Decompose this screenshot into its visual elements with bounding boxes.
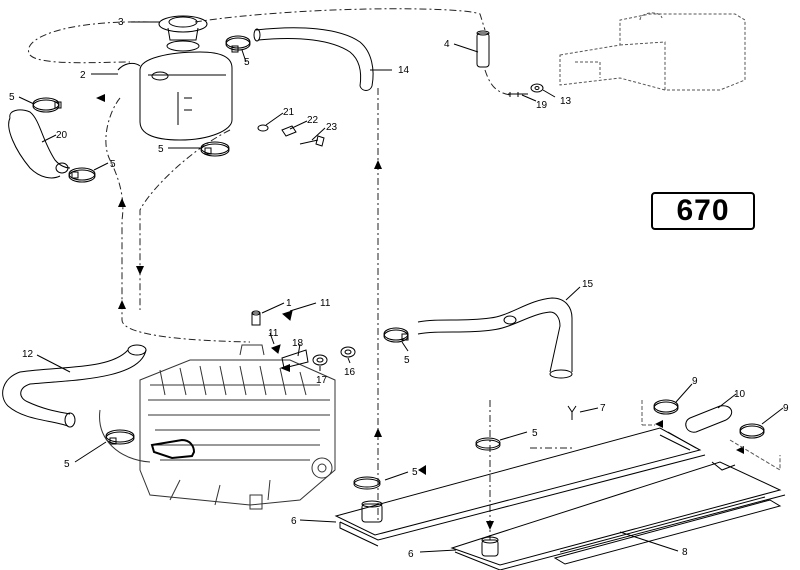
bleeder-screw-7 <box>567 405 577 420</box>
callout-6-a: 6 <box>291 516 297 527</box>
callout-5-d: 5 <box>158 144 164 155</box>
callout-1: 1 <box>286 298 292 309</box>
callout-5-e: 5 <box>404 355 410 366</box>
hose-15 <box>417 297 573 379</box>
hose-12 <box>2 344 147 428</box>
callout-5-a: 5 <box>9 92 15 103</box>
callout-23: 23 <box>326 122 338 133</box>
sensor-fittings <box>251 310 356 369</box>
callout-5-b: 5 <box>110 159 116 170</box>
callout-17: 17 <box>316 375 328 386</box>
clamp-icon <box>653 399 679 415</box>
callout-5-f: 5 <box>532 428 538 439</box>
callout-13: 13 <box>560 96 572 107</box>
hose-clamps <box>32 35 765 490</box>
clamp-icon <box>383 327 409 343</box>
hose-20 <box>8 109 71 179</box>
callout-16: 16 <box>344 367 356 378</box>
callout-20: 20 <box>56 130 68 141</box>
callout-5-c: 5 <box>244 57 250 68</box>
callout-14: 14 <box>398 65 410 76</box>
clamp-icon <box>200 141 230 157</box>
clamp-icon <box>32 97 62 113</box>
leader-lines <box>18 21 784 553</box>
callout-15: 15 <box>582 279 594 290</box>
clamp-icon <box>739 423 765 439</box>
thermostat-housing <box>150 438 196 460</box>
callout-11-a: 11 <box>320 298 331 309</box>
heat-exchanger-lower <box>450 461 786 570</box>
hose-10 <box>685 405 733 433</box>
callout-19: 19 <box>536 100 548 111</box>
radiator-cap <box>158 15 208 52</box>
callout-6-b: 6 <box>408 549 414 560</box>
flow-arrows <box>96 94 744 530</box>
fitting-13-19 <box>508 83 544 97</box>
clamp-icon <box>475 437 501 451</box>
callout-9-a: 9 <box>692 376 698 387</box>
coolant-tank <box>117 51 233 141</box>
callout-21: 21 <box>283 107 295 118</box>
expansion-reservoir <box>559 12 746 91</box>
model-number-box: 670 <box>651 192 755 230</box>
callout-12: 12 <box>22 349 34 360</box>
heat-exchanger-upper <box>334 427 706 547</box>
callout-7: 7 <box>600 403 606 414</box>
callout-3: 3 <box>118 17 124 28</box>
callout-2: 2 <box>80 70 86 81</box>
bracket-lines <box>641 400 781 471</box>
hose-14 <box>253 27 374 91</box>
rail-8 <box>553 496 782 565</box>
callout-10: 10 <box>734 389 746 400</box>
callout-18: 18 <box>292 338 304 349</box>
engine-block <box>99 344 336 510</box>
callout-22: 22 <box>307 115 319 126</box>
clamp-icon <box>105 429 135 445</box>
callout-8: 8 <box>682 547 688 558</box>
bolt-set-21-23 <box>257 124 325 147</box>
hose-4 <box>476 30 490 68</box>
model-number-label: 670 <box>676 194 730 227</box>
callout-4: 4 <box>444 39 450 50</box>
clamp-icon <box>68 167 96 183</box>
callout-5-h: 5 <box>64 459 70 470</box>
callout-11-b: 11 <box>268 328 279 339</box>
callout-9-b: 9 <box>783 403 789 414</box>
callout-labels: 1 2 3 4 5 5 5 5 5 5 5 5 6 6 7 8 9 9 10 1… <box>9 17 789 560</box>
clamp-icon <box>225 35 251 53</box>
clamp-icon <box>353 476 381 490</box>
callout-5-g: 5 <box>412 467 418 478</box>
